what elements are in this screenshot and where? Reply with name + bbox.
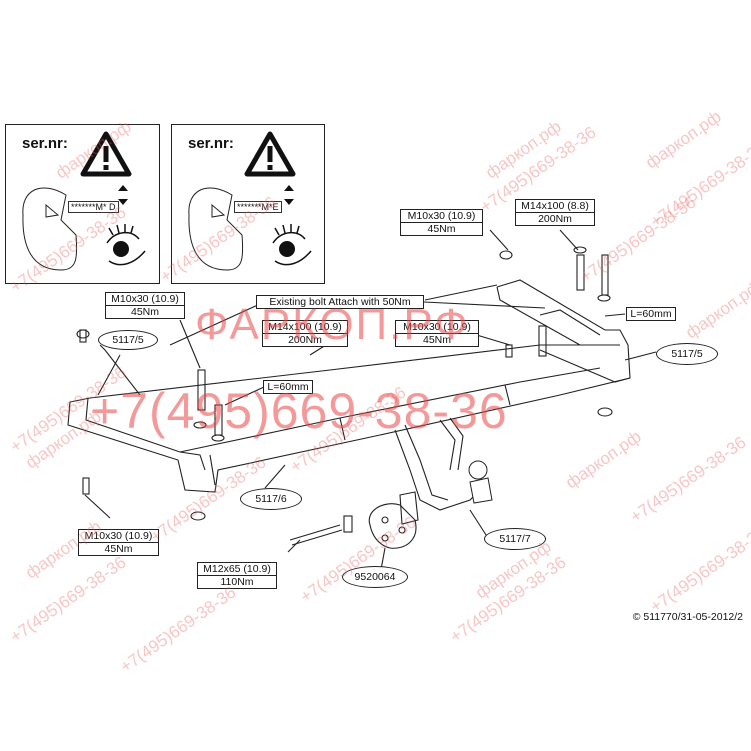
serial-plate: *******M* D (68, 201, 119, 213)
part-5117-5-left: 5117/5 (98, 330, 158, 350)
serial-heading: ser.nr: (22, 135, 68, 152)
bolt-label-m12-bottom: M12x65 (10.9) 110Nm (197, 562, 277, 589)
warning-triangle-icon (80, 131, 132, 177)
bolt-label-m10-top-right: M10x30 (10.9) 45Nm (400, 209, 483, 236)
bolt-label-m10-center: M10x30 (10.9) 45Nm (395, 320, 479, 347)
existing-bolt-label: Existing bolt Attach with 50Nm (256, 295, 424, 309)
part-5117-6: 5117/6 (240, 488, 302, 510)
length-label-left: L=60mm (263, 380, 313, 394)
serial-plate: *******M*E (234, 201, 282, 213)
serial-inset-2: ser.nr: *******M*E (171, 124, 325, 284)
bolt-label-m14-top-right: M14x100 (8.8) 200Nm (515, 199, 595, 226)
eye-icon (272, 224, 312, 266)
part-5117-7: 5117/7 (484, 528, 546, 550)
bolt-label-m10-left: M10x30 (10.9) 45Nm (105, 292, 185, 319)
bolt-label-m10-bottom-left: M10x30 (10.9) 45Nm (78, 529, 159, 556)
part-5117-5-right: 5117/5 (656, 343, 718, 365)
serial-plate-callout (22, 185, 128, 271)
serial-inset-1: ser.nr: *******M* D (5, 124, 160, 284)
warning-triangle-icon (244, 131, 296, 177)
bolt-label-m14-center: M14x100 (10.9) 200Nm (262, 320, 348, 347)
length-label-right: L=60mm (626, 307, 676, 321)
copyright-text: © 511770/31-05-2012/2 (632, 611, 743, 623)
serial-plate-callout (188, 185, 294, 271)
eye-icon (106, 224, 146, 266)
serial-heading: ser.nr: (188, 135, 234, 152)
part-9520064: 9520064 (342, 566, 408, 588)
